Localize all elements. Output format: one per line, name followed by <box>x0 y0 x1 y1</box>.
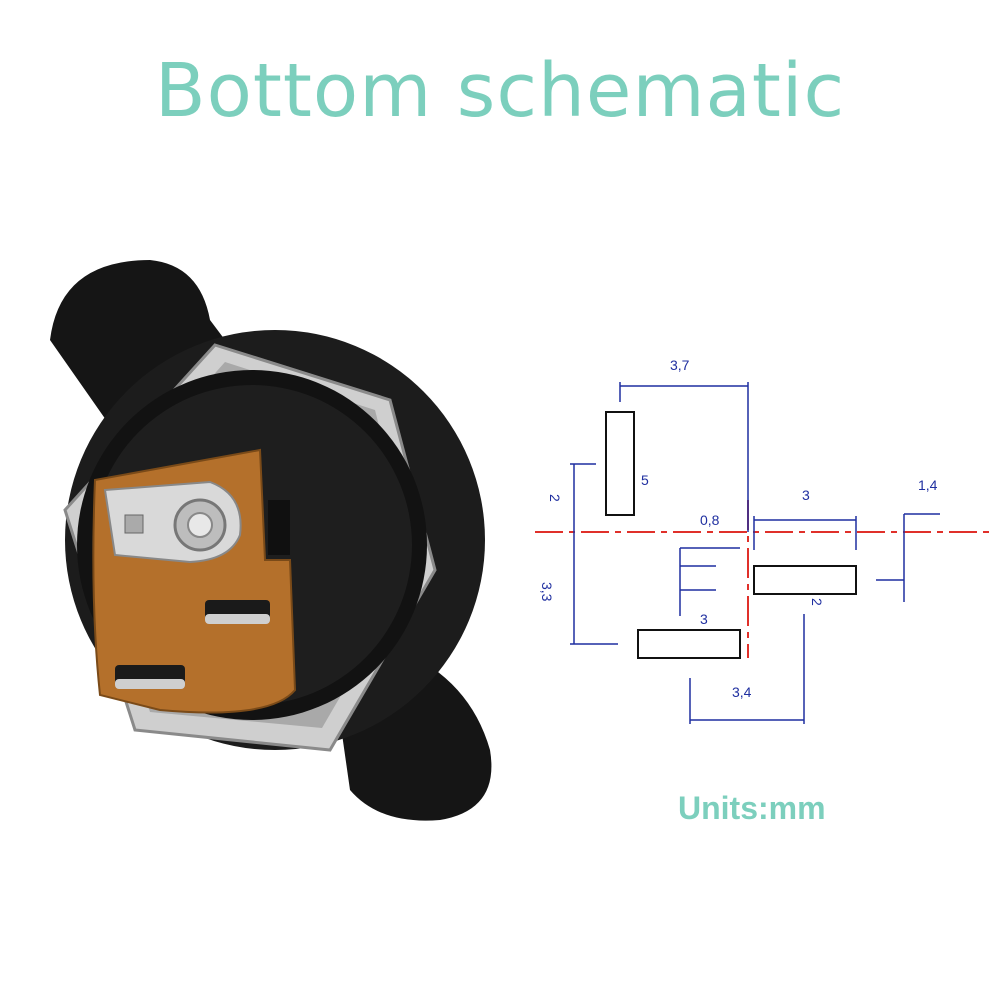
units-label: Units:mm <box>678 790 826 826</box>
dim-1-4: 1,4 <box>918 477 938 493</box>
pad-right <box>753 565 857 595</box>
top-lug <box>50 260 240 440</box>
dim-0-8: 0,8 <box>700 512 720 528</box>
page-title: Bottom schematic <box>154 48 846 134</box>
pad-bottom <box>637 629 741 659</box>
dim-3-3: 3,3 <box>539 582 555 602</box>
footprint-schematic: 3,7 5 2 0,8 3 1,4 3,3 2 3 3,4 <box>535 357 990 724</box>
dim-2-pad: 2 <box>809 598 825 606</box>
dim-5: 5 <box>641 472 649 488</box>
dim-3-right: 3 <box>802 487 810 503</box>
dim-3-7: 3,7 <box>670 357 690 373</box>
connector-photo <box>50 260 492 821</box>
dim-3-4: 3,4 <box>732 684 752 700</box>
pad-vertical <box>605 411 635 516</box>
dim-3-bottom: 3 <box>700 611 708 627</box>
dim-2-left: 2 <box>547 494 563 502</box>
